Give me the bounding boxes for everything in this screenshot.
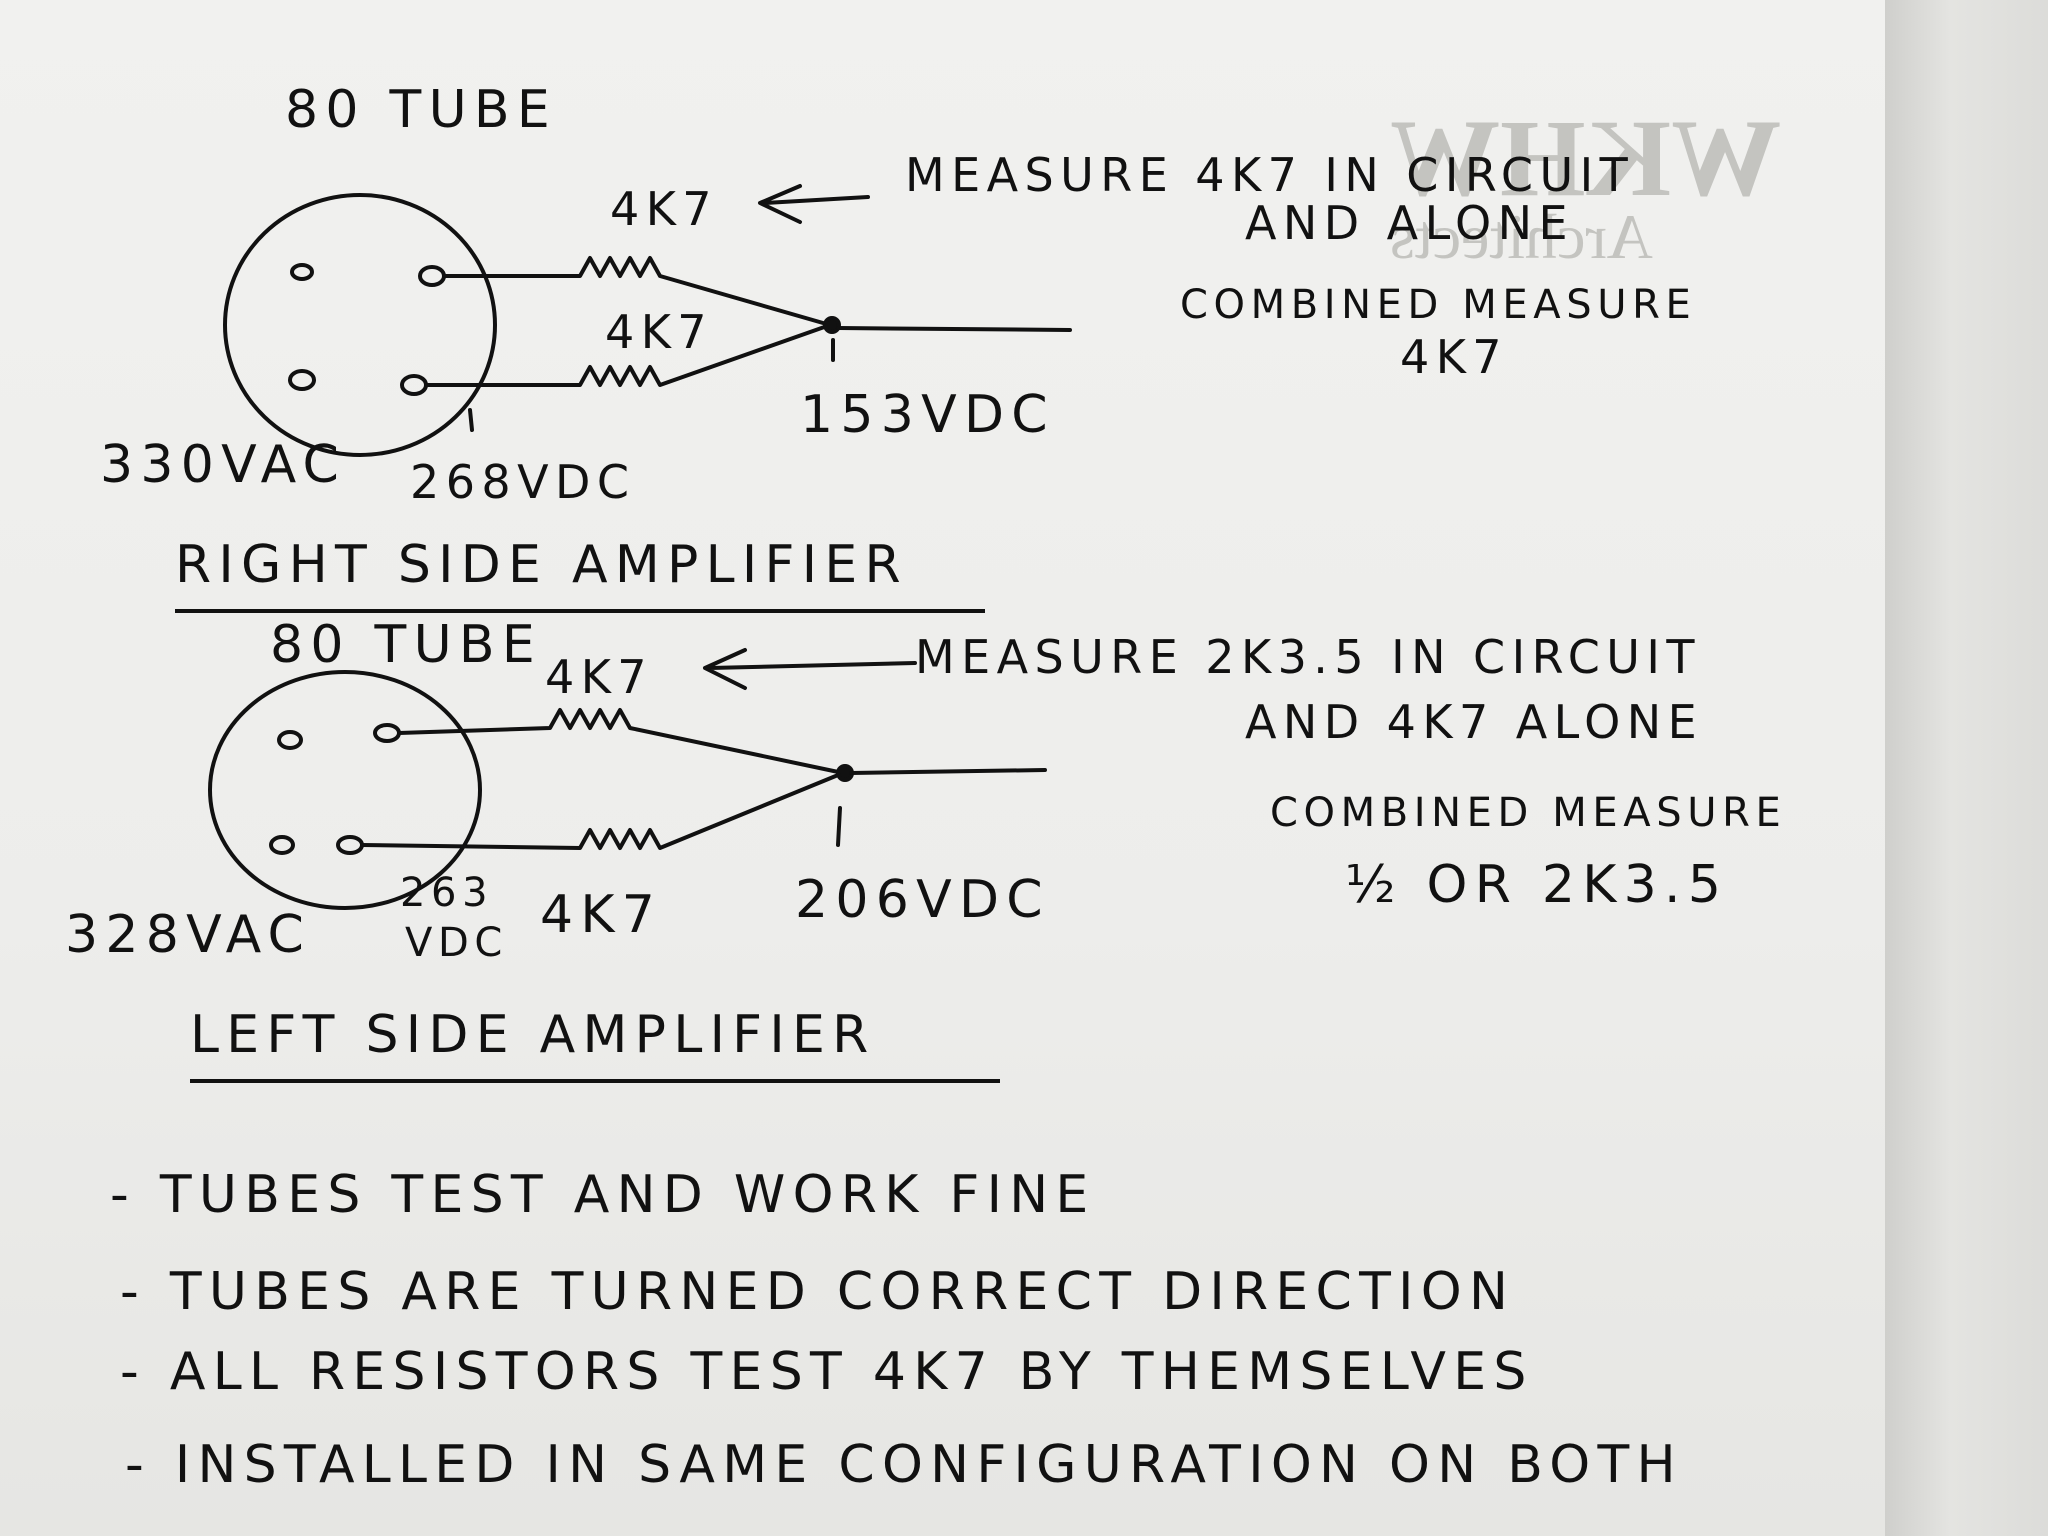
left-section-title: LEFT SIDE AMPLIFIER [190, 1005, 1000, 1083]
right-section-title: RIGHT SIDE AMPLIFIER [175, 535, 985, 613]
left-resistor-top-label: 4K7 [545, 650, 654, 704]
left-ac-voltage: 328VAC [65, 905, 312, 965]
right-note-line1: MEASURE 4K7 IN CIRCUIT [905, 148, 1635, 202]
right-junction [823, 316, 841, 334]
right-tube-label: 80 TUBE [285, 80, 558, 140]
paper-edge [1885, 0, 2048, 1536]
left-output-line [849, 768, 1047, 775]
left-tube-pin [373, 723, 401, 743]
left-wire-bottom [360, 771, 845, 850]
right-arrow [758, 184, 870, 224]
right-tube-socket [223, 193, 497, 457]
paper-sheet [0, 0, 1885, 1536]
right-tube-pin [288, 369, 316, 391]
right-note-line3: COMBINED MEASURE [1180, 282, 1697, 328]
right-note-line4: 4K7 [1400, 330, 1509, 384]
left-note-line1: MEASURE 2K3.5 IN CIRCUIT [915, 630, 1701, 684]
left-arrow [703, 648, 917, 690]
left-dc-voltage-a: 263 [400, 870, 494, 916]
left-tick [836, 806, 842, 847]
right-output-line [836, 326, 1072, 332]
right-resistor-mid-label: 4K7 [605, 305, 714, 359]
right-output-voltage: 153VDC [800, 385, 1055, 445]
left-tube-label: 80 TUBE [270, 615, 543, 675]
left-wire-top [397, 708, 845, 775]
right-note-line2: AND ALONE [1245, 196, 1575, 250]
note-item: - ALL RESISTORS TEST 4K7 BY THEMSELVES [120, 1342, 1534, 1402]
right-resistor-top-label: 4K7 [610, 182, 719, 236]
left-output-voltage: 206VDC [795, 870, 1050, 930]
note-item: - TUBES ARE TURNED CORRECT DIRECTION [120, 1262, 1516, 1322]
right-tube-pin [418, 265, 446, 287]
note-item: - TUBES TEST AND WORK FINE [110, 1165, 1096, 1225]
right-tube-pin [400, 374, 428, 396]
left-dc-voltage-b: VDC [405, 920, 508, 966]
note-item: - INSTALLED IN SAME CONFIGURATION ON BOT… [125, 1435, 1683, 1495]
left-tube-pin [336, 835, 364, 855]
right-dc-voltage: 268VDC [410, 455, 636, 509]
right-tick [468, 408, 474, 432]
left-resistor-bottom-label: 4K7 [540, 885, 663, 945]
left-note-line2: AND 4K7 ALONE [1245, 695, 1704, 749]
right-wire-bottom [424, 323, 832, 387]
left-tube-socket [208, 670, 482, 910]
right-wire-top [442, 256, 832, 327]
left-note-line3: COMBINED MEASURE [1270, 790, 1787, 836]
left-tube-pin [277, 730, 303, 750]
right-tube-pin [290, 263, 314, 281]
left-tube-pin [269, 835, 295, 855]
left-note-line4: ½ OR 2K3.5 [1345, 855, 1729, 915]
right-ac-voltage: 330VAC [100, 435, 347, 495]
